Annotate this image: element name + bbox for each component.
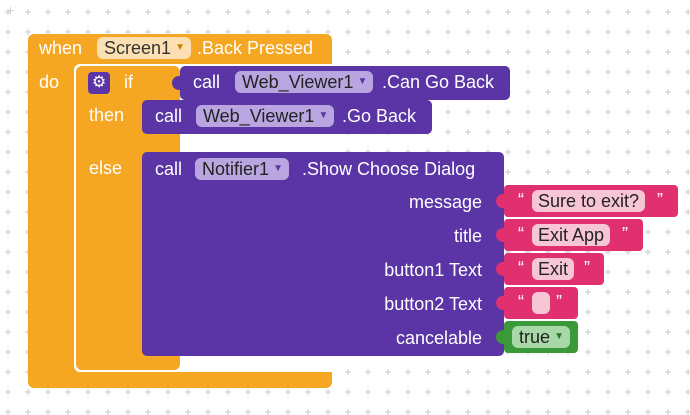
then-label: then bbox=[89, 105, 125, 125]
web-viewer-dropdown-label: Web_Viewer1 bbox=[242, 72, 354, 92]
call-label: call bbox=[155, 106, 183, 126]
connector bbox=[496, 330, 504, 344]
web-viewer-dropdown[interactable]: Web_Viewer1 ▼ bbox=[235, 71, 374, 93]
gear-icon[interactable]: ⚙ bbox=[88, 72, 110, 94]
method-can-go-back: .Can Go Back bbox=[382, 72, 495, 92]
boolean-dropdown-label: true bbox=[519, 327, 551, 347]
dropdown-arrow-icon: ▼ bbox=[318, 110, 329, 121]
screen-dropdown-label: Screen1 bbox=[104, 38, 172, 58]
connector bbox=[496, 194, 504, 208]
open-quote: “ bbox=[518, 292, 524, 312]
method-go-back: .Go Back bbox=[342, 106, 417, 126]
web-viewer-dropdown[interactable]: Web_Viewer1 ▼ bbox=[196, 105, 335, 127]
event-name: .Back Pressed bbox=[197, 38, 314, 58]
open-quote: “ bbox=[518, 224, 524, 244]
param-label-title: title bbox=[453, 226, 482, 246]
param-label-cancelable: cancelable bbox=[395, 328, 482, 348]
open-quote: “ bbox=[518, 190, 524, 210]
notifier-dropdown[interactable]: Notifier1 ▼ bbox=[195, 158, 290, 180]
close-quote: ” bbox=[556, 292, 562, 312]
text-value-button1[interactable]: Exit bbox=[532, 258, 575, 280]
condition-connector bbox=[172, 76, 180, 90]
show-choose-dialog-call-block[interactable] bbox=[142, 152, 504, 356]
method-show-choose-dialog: .Show Choose Dialog bbox=[302, 159, 476, 179]
call-label: call bbox=[155, 159, 183, 179]
if-label: if bbox=[124, 72, 133, 92]
dropdown-arrow-icon: ▼ bbox=[273, 163, 284, 174]
web-viewer-dropdown-label: Web_Viewer1 bbox=[203, 106, 315, 126]
open-quote: “ bbox=[518, 258, 524, 278]
close-quote: ” bbox=[622, 224, 628, 244]
when-label: when bbox=[39, 38, 83, 58]
else-label: else bbox=[89, 158, 123, 178]
text-value-button2[interactable] bbox=[532, 292, 550, 314]
call-label: call bbox=[193, 72, 221, 92]
do-label: do bbox=[39, 72, 60, 92]
notifier-dropdown-label: Notifier1 bbox=[202, 159, 270, 179]
param-label-button1: button1 Text bbox=[384, 260, 482, 280]
text-value-title[interactable]: Exit App bbox=[532, 224, 611, 246]
connector bbox=[496, 262, 504, 276]
close-quote: ” bbox=[657, 190, 663, 210]
dropdown-arrow-icon: ▼ bbox=[554, 331, 565, 342]
dropdown-arrow-icon: ▼ bbox=[357, 76, 368, 87]
close-quote: ” bbox=[584, 258, 590, 278]
screen-dropdown[interactable]: Screen1 ▼ bbox=[97, 37, 192, 59]
text-value-message[interactable]: Sure to exit? bbox=[532, 190, 646, 212]
connector bbox=[496, 228, 504, 242]
param-label-message: message bbox=[408, 192, 482, 212]
connector bbox=[496, 296, 504, 310]
dropdown-arrow-icon: ▼ bbox=[175, 42, 186, 53]
param-label-button2: button2 Text bbox=[384, 294, 482, 314]
boolean-dropdown[interactable]: true ▼ bbox=[512, 326, 571, 348]
